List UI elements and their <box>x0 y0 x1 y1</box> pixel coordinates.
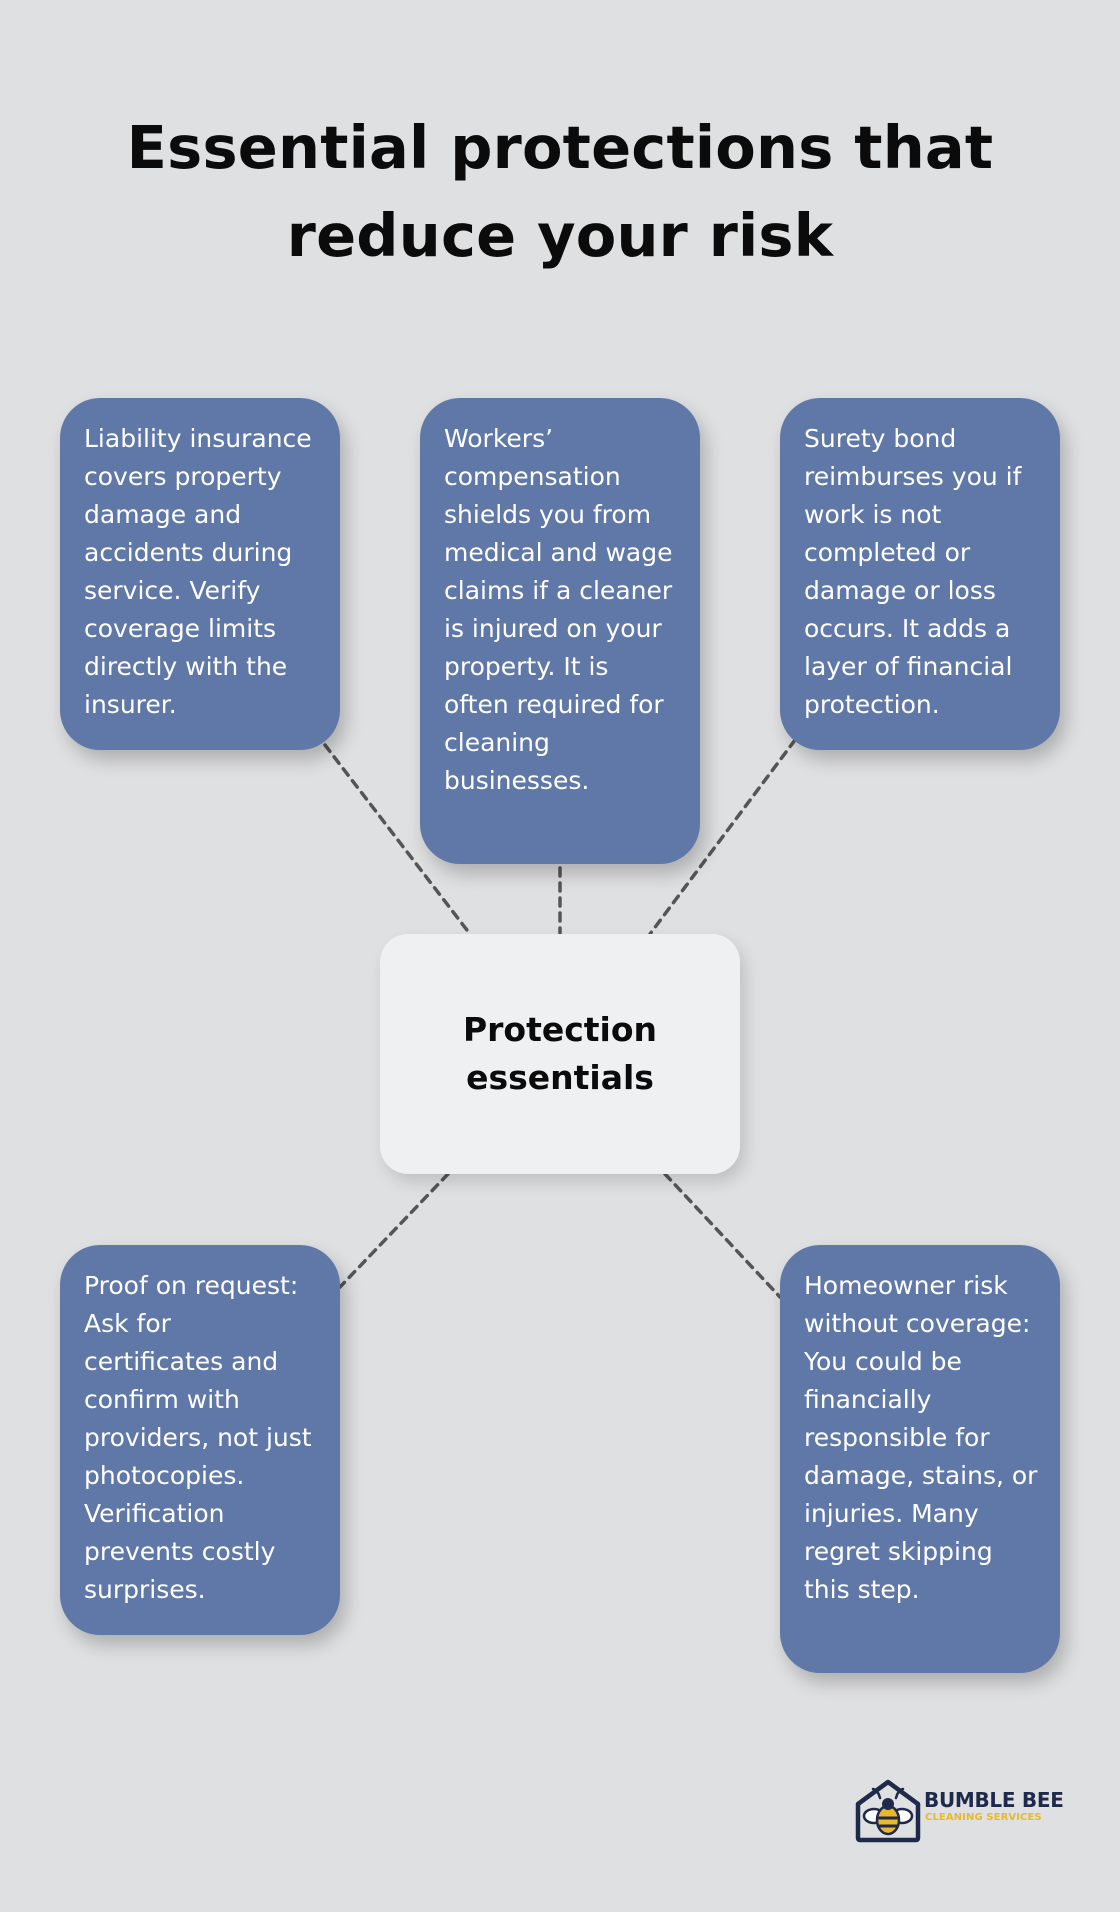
card-proof-on-request: Proof on request: Ask for certificates a… <box>60 1245 340 1635</box>
center-node: Protection essentials <box>380 934 740 1174</box>
connector-proof <box>338 1172 450 1289</box>
logo-tagline: CLEANING SERVICES <box>925 1812 1042 1823</box>
card-workers-compensation: Workers’ compensation shields you from m… <box>420 398 700 864</box>
center-label: Protection essentials <box>462 1010 658 1097</box>
connector-surety <box>648 738 797 936</box>
card-homeowner-risk: Homeowner risk without coverage: You cou… <box>780 1245 1060 1673</box>
connector-liability <box>323 743 472 936</box>
connector-homeowner <box>663 1172 782 1299</box>
card-liability-insurance: Liability insurance covers property dama… <box>60 398 340 750</box>
brand-logo: BUMBLE BEE CLEANING SERVICES <box>852 1776 1072 1844</box>
card-proof-text: Proof on request: Ask for certificates a… <box>84 1271 312 1604</box>
bee-house-icon <box>855 1779 921 1843</box>
card-workers-text: Workers’ compensation shields you from m… <box>444 424 673 795</box>
card-surety-bond: Surety bond reimburses you if work is no… <box>780 398 1060 750</box>
diagram-title: Essential protections that reduce your r… <box>126 113 994 270</box>
card-surety-text: Surety bond reimburses you if work is no… <box>804 424 1022 719</box>
card-liability-text: Liability insurance covers property dama… <box>84 424 312 719</box>
logo-name: BUMBLE BEE <box>924 1788 1064 1812</box>
card-homeowner-text: Homeowner risk without coverage: You cou… <box>804 1271 1038 1604</box>
